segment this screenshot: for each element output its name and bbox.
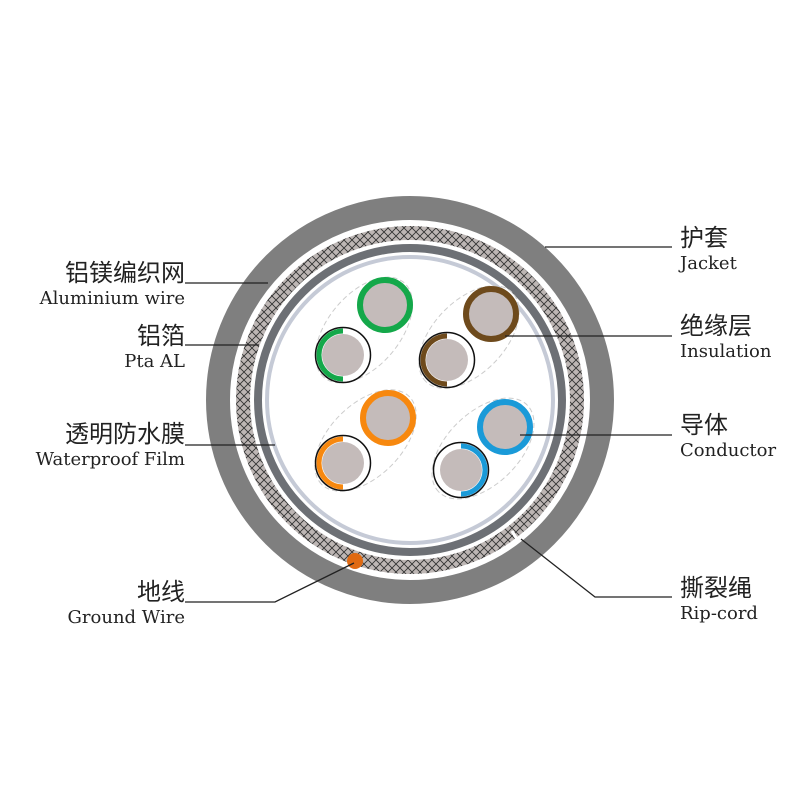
label-en: Pta AL [124, 351, 185, 372]
ground-wire [347, 553, 363, 569]
conductor [322, 334, 364, 376]
brown-stripe [420, 333, 448, 387]
label-zh: 导体 [680, 411, 728, 439]
aluminium-braid [236, 226, 584, 574]
pair-wrap [314, 389, 417, 492]
label-zh: 护套 [680, 224, 728, 252]
label-zh: 铝镁编织网 [65, 259, 185, 287]
green-wire [357, 277, 413, 333]
orange-stripe [316, 436, 344, 490]
orange-wire [360, 390, 416, 446]
blue-wire [477, 399, 533, 455]
label-insulation: 绝缘层 Insulation [680, 306, 771, 362]
label-en: Jacket [680, 253, 737, 274]
label-en: Aluminium wire [39, 288, 185, 309]
label-zh: 地线 [137, 578, 185, 606]
jacket [206, 196, 614, 604]
label-zh: 铝箔 [137, 322, 185, 350]
label-conductor: 导体 Conductor [680, 405, 776, 461]
label-en: Insulation [680, 341, 772, 362]
rip-cord-notch [510, 530, 520, 542]
pair-wrap [431, 397, 535, 500]
label-zh: 撕裂绳 [680, 574, 752, 602]
label-zh: 绝缘层 [680, 312, 752, 340]
label-en: Ground Wire [67, 607, 185, 628]
label-aluminium-wire: 铝镁编织网 Aluminium wire [40, 253, 185, 309]
label-waterproof-film: 透明防水膜 Waterproof Film [36, 414, 185, 470]
label-ground-wire: 地线 Ground Wire [68, 572, 185, 628]
waterproof-film [265, 255, 555, 545]
leader-lines [185, 246, 672, 603]
brown-wire [463, 286, 519, 342]
conductor [322, 442, 364, 484]
label-pta-al: 铝箔 Pta AL [124, 316, 185, 372]
conductor [440, 449, 482, 491]
label-en: Rip-cord [680, 603, 758, 624]
label-rip-cord: 撕裂绳 Rip-cord [680, 568, 758, 624]
label-en: Waterproof Film [35, 449, 185, 470]
label-zh: 透明防水膜 [65, 420, 185, 448]
label-en: Conductor [680, 440, 777, 461]
conductor [426, 339, 468, 381]
pta-al-foil [254, 244, 566, 556]
blue-stripe [460, 443, 488, 497]
pair-wrap [315, 276, 413, 384]
green-stripe [316, 328, 344, 382]
pair-wrap [418, 285, 520, 389]
label-jacket: 护套 Jacket [680, 218, 737, 274]
